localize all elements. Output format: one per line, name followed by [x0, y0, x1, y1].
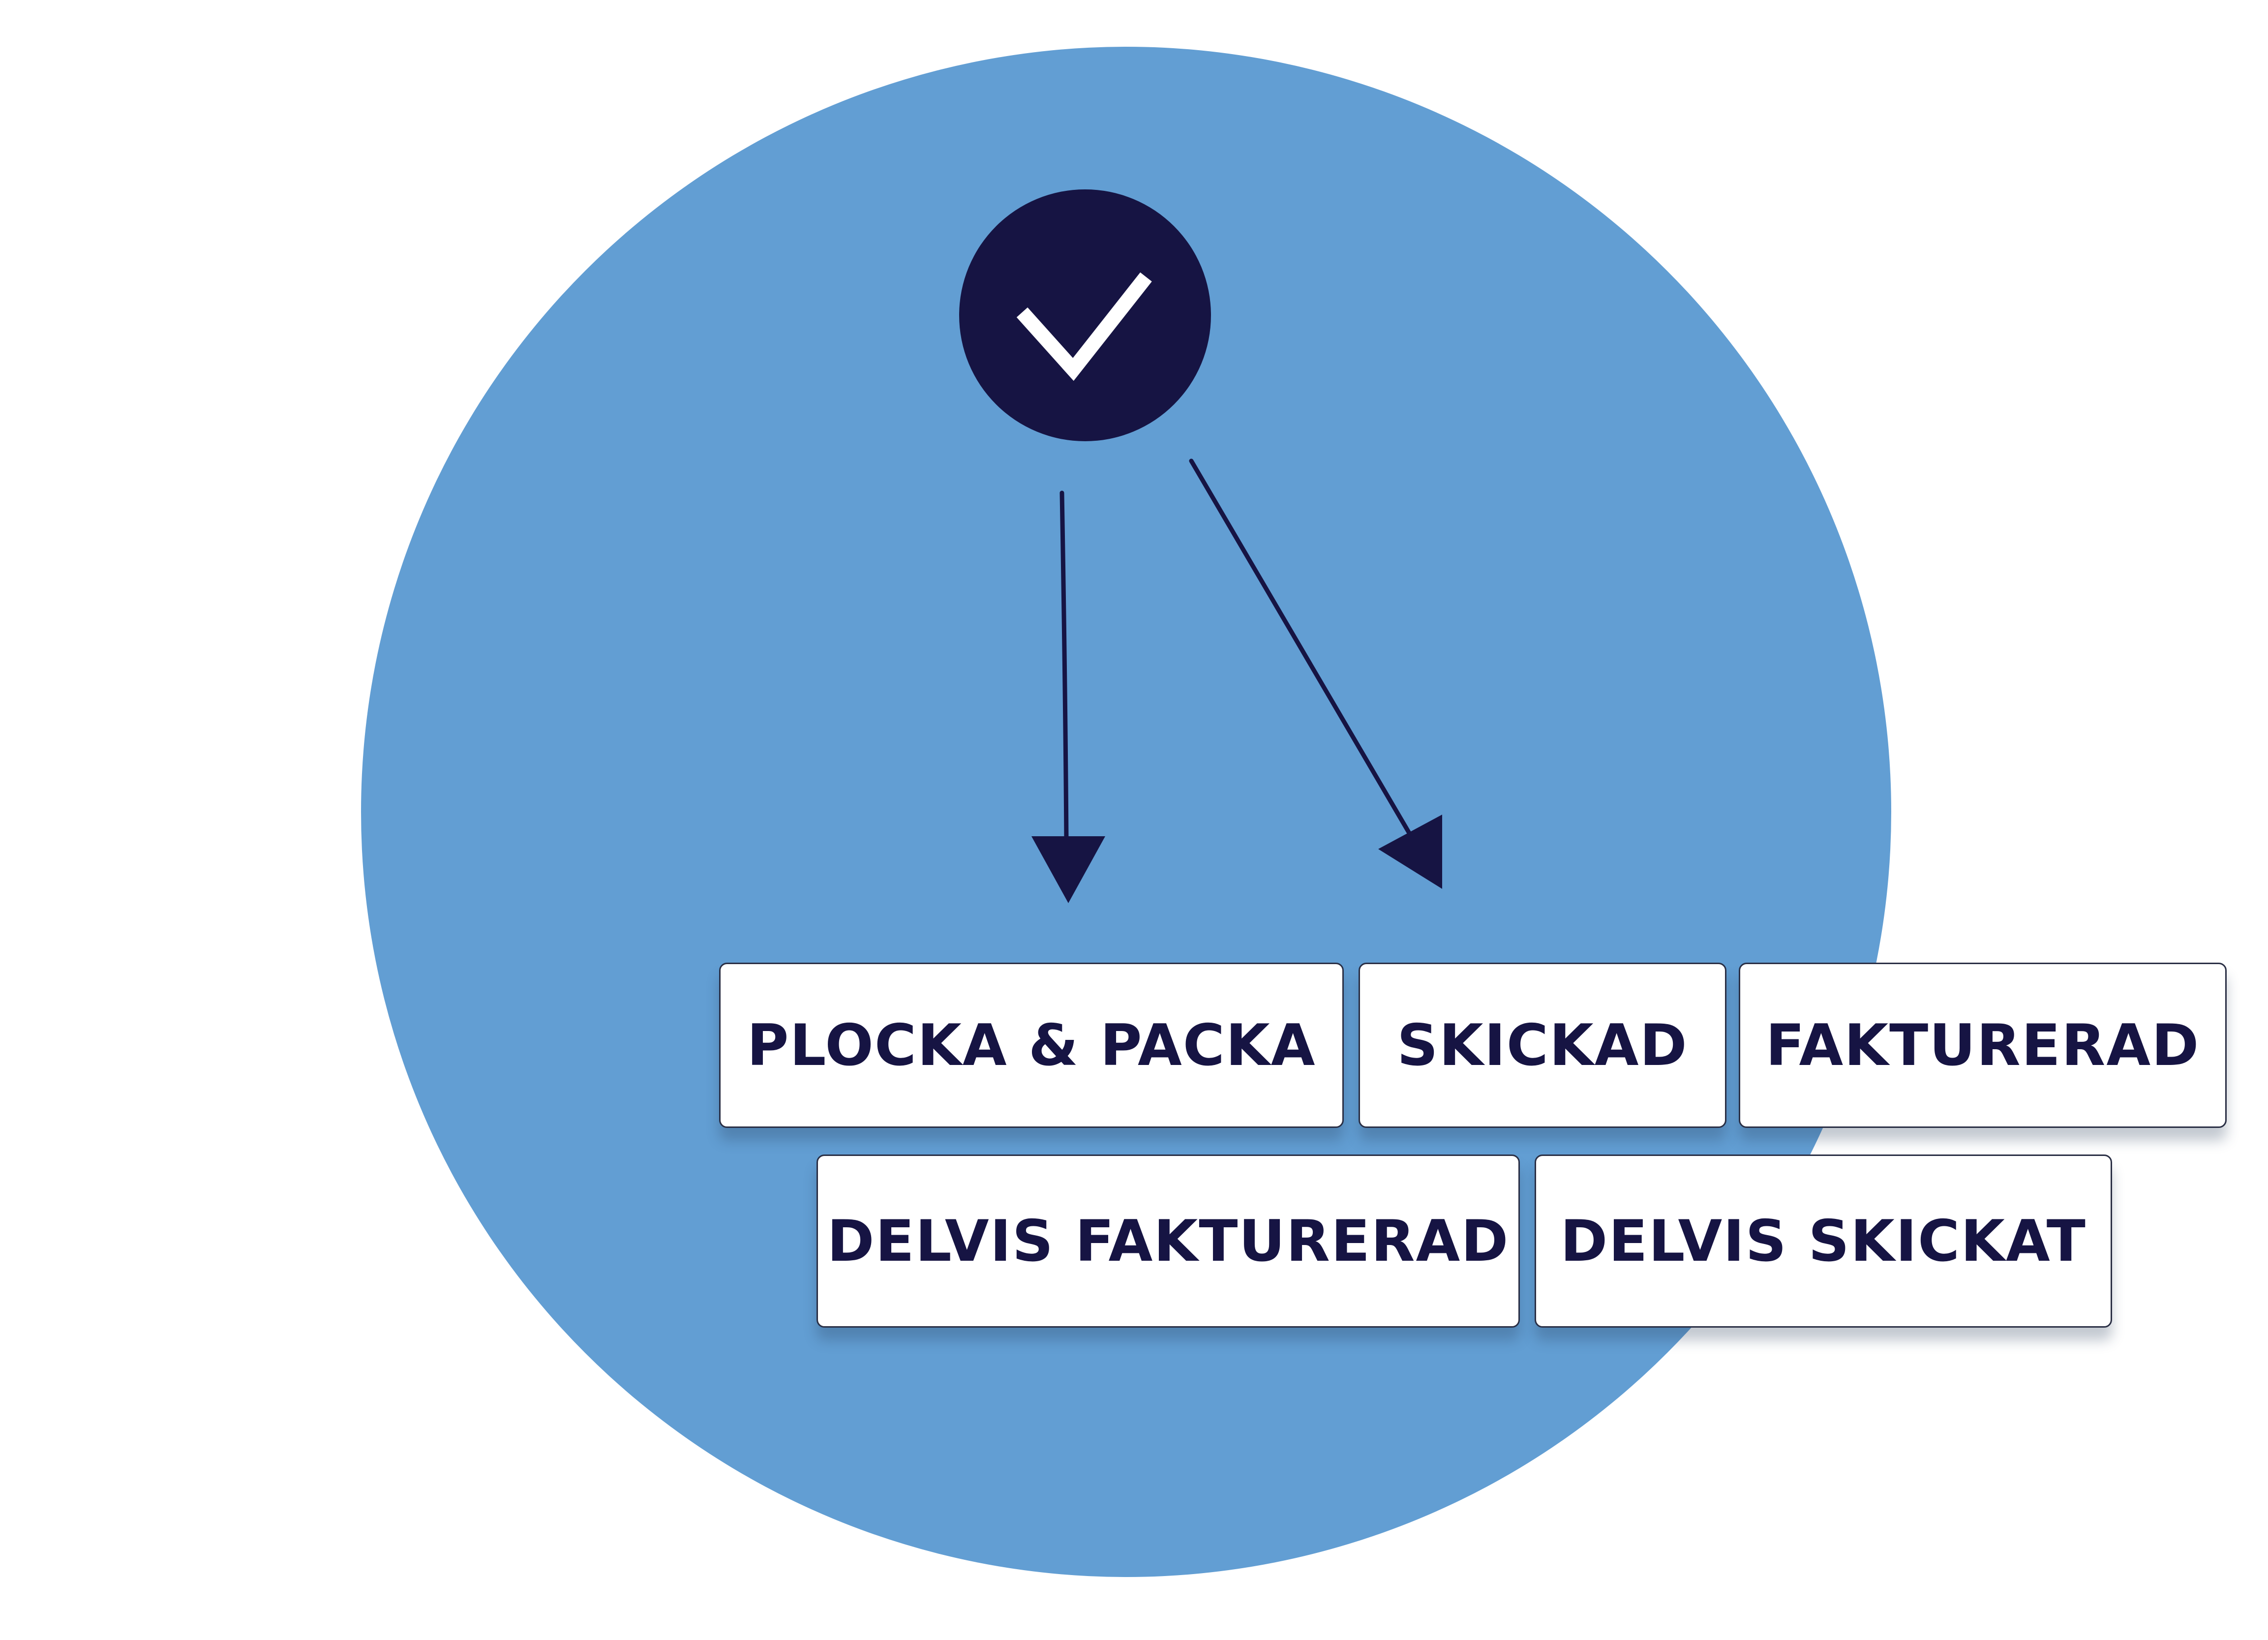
status-box-delvis-fakturerad: DELVIS FAKTURERAD [816, 1154, 1520, 1328]
status-label: FAKTURERAD [1765, 1012, 2200, 1079]
status-box-skickad: SKICKAD [1359, 963, 1726, 1128]
check-icon [1016, 272, 1152, 381]
status-label: DELVIS SKICKAT [1560, 1208, 2087, 1275]
status-box-fakturerad: FAKTURERAD [1739, 963, 2227, 1128]
status-label: PLOCKA & PACKA [747, 1012, 1316, 1079]
arrow-down-line [1059, 490, 1069, 844]
arrow-diagonal-line [1189, 458, 1414, 840]
status-box-plocka-packa: PLOCKA & PACKA [719, 963, 1344, 1128]
arrow-down-head [1031, 836, 1105, 903]
arrow-diagonal-head [1378, 815, 1442, 889]
status-label: SKICKAD [1397, 1012, 1688, 1079]
status-box-delvis-skickat: DELVIS SKICKAT [1535, 1154, 2112, 1328]
check-badge [959, 189, 1211, 441]
status-label: DELVIS FAKTURERAD [827, 1208, 1510, 1275]
